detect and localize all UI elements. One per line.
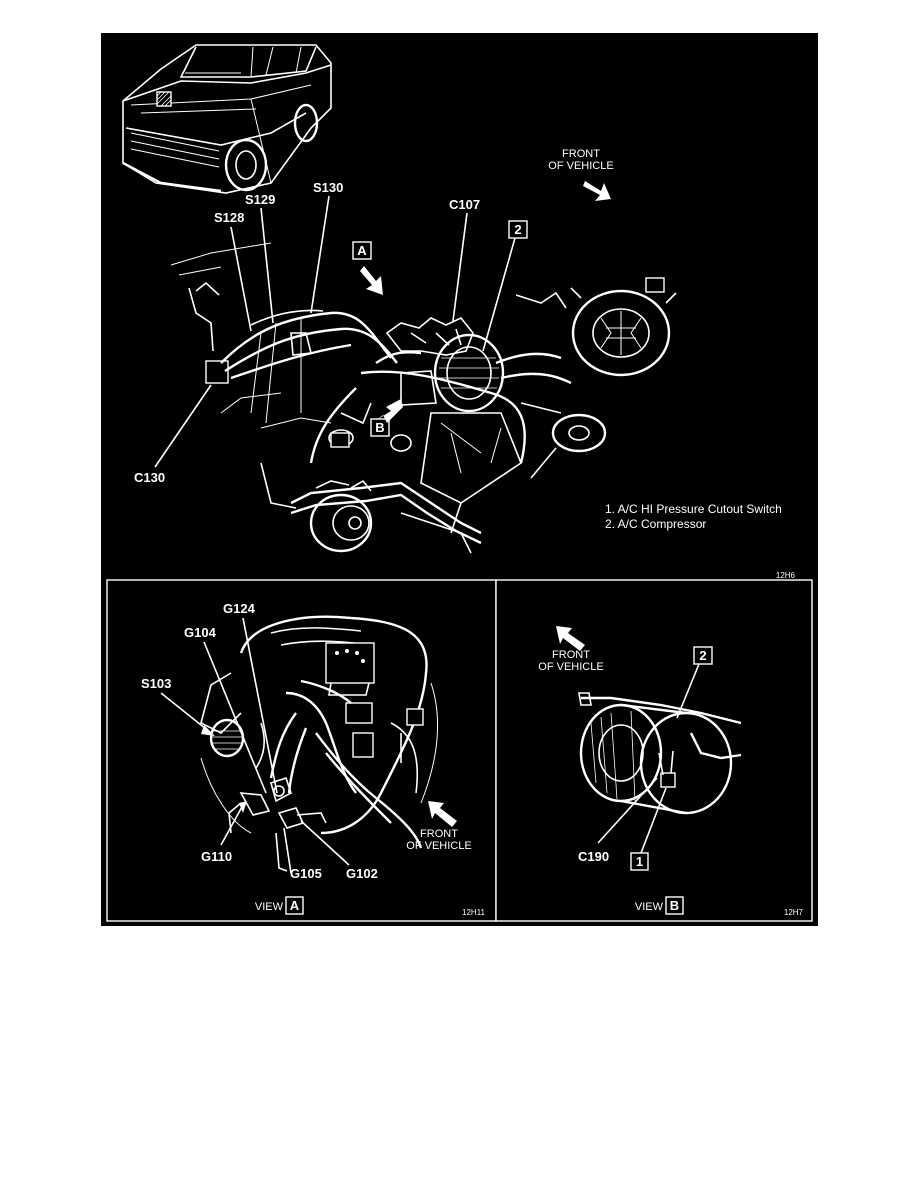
svg-text:OF VEHICLE: OF VEHICLE xyxy=(406,840,471,852)
callout-item-2-view-b: 2 xyxy=(676,646,713,719)
callout-item-1-view-b: 1 xyxy=(630,787,667,871)
callout-c107: C107 xyxy=(449,197,480,322)
view-b-marker-main: B xyxy=(370,399,403,437)
callout-s130: S130 xyxy=(310,180,343,314)
svg-text:FRONT: FRONT xyxy=(552,649,590,661)
callout-s129: S129 xyxy=(245,192,275,324)
marker-a-text: A xyxy=(357,243,367,258)
legend: 1. A/C HI Pressure Cutout Switch 2. A/C … xyxy=(605,502,782,531)
callout-g102: G102 xyxy=(300,820,378,881)
view-a-marker-main: A xyxy=(352,241,383,295)
callout-c190: C190 xyxy=(578,777,658,864)
view-a-arrow-icon xyxy=(360,266,383,295)
figure-code-view-b: 12H7 xyxy=(784,908,804,917)
svg-text:2: 2 xyxy=(699,648,706,663)
compressor-illustration xyxy=(578,692,742,815)
compressor-pulley-icon xyxy=(309,493,373,553)
callout-c130: C130 xyxy=(134,384,212,485)
marker-b-text: B xyxy=(375,420,384,435)
svg-text:C190: C190 xyxy=(578,849,609,864)
svg-text:G102: G102 xyxy=(346,866,378,881)
view-b: FRONT OF VEHICLE 2 C190 1 xyxy=(538,626,804,917)
ignition-coil-icon xyxy=(325,642,375,696)
legend-item-2: 2. A/C Compressor xyxy=(605,517,706,531)
svg-text:FRONT: FRONT xyxy=(420,828,458,840)
front-arrow-icon xyxy=(583,181,611,201)
front-line-1: FRONT xyxy=(562,148,600,160)
svg-text:A: A xyxy=(290,898,300,913)
front-of-vehicle-label-view-a: FRONT OF VEHICLE xyxy=(406,801,472,852)
svg-text:VIEW: VIEW xyxy=(635,901,664,913)
svg-text:G124: G124 xyxy=(223,601,256,616)
legend-item-1: 1. A/C HI Pressure Cutout Switch xyxy=(605,502,782,516)
svg-text:G105: G105 xyxy=(290,866,322,881)
svg-text:S128: S128 xyxy=(214,210,244,225)
svg-text:VIEW: VIEW xyxy=(255,901,284,913)
front-arrow-icon xyxy=(428,801,457,827)
svg-text:S103: S103 xyxy=(141,676,171,691)
callout-s103: S103 xyxy=(141,676,215,736)
svg-text:OF VEHICLE: OF VEHICLE xyxy=(538,661,603,673)
engine-harness-illustration xyxy=(170,242,677,554)
svg-text:G104: G104 xyxy=(184,625,217,640)
alternator-icon xyxy=(570,277,677,377)
svg-text:1: 1 xyxy=(636,854,643,869)
svg-text:G110: G110 xyxy=(201,849,232,864)
front-of-vehicle-label-view-b: FRONT OF VEHICLE xyxy=(538,626,604,673)
figure-code-main: 12H6 xyxy=(776,571,796,580)
callout-g104: G104 xyxy=(184,625,267,794)
front-line-2: OF VEHICLE xyxy=(548,160,613,172)
view-a-panel xyxy=(106,579,497,922)
callout-g110: G110 xyxy=(201,801,247,864)
svg-text:C130: C130 xyxy=(134,470,165,485)
view-a-caption: VIEW A xyxy=(255,896,304,915)
svg-text:S130: S130 xyxy=(313,180,343,195)
view-a-engine-illustration xyxy=(200,615,439,872)
svg-text:S129: S129 xyxy=(245,192,275,207)
figure-code-view-a: 12H11 xyxy=(462,908,486,917)
callout-item-2-main: 2 xyxy=(482,220,528,352)
view-b-panel xyxy=(495,579,813,922)
callout-g105: G105 xyxy=(283,827,322,881)
view-b-caption: VIEW B xyxy=(635,896,684,915)
front-arrow-icon xyxy=(556,626,585,651)
svg-text:B: B xyxy=(670,898,679,913)
vehicle-illustration xyxy=(122,44,332,194)
svg-text:2: 2 xyxy=(514,222,521,237)
callout-s128: S128 xyxy=(214,210,252,332)
view-b-arrow-icon xyxy=(375,399,403,423)
view-a: G124 G104 S103 G110 G105 G102 FRONT xyxy=(141,601,486,917)
front-of-vehicle-label-main: FRONT OF VEHICLE xyxy=(548,148,614,201)
callout-g124: G124 xyxy=(223,601,278,794)
wiring-diagram: FRONT OF VEHICLE xyxy=(106,44,813,922)
main-view: FRONT OF VEHICLE xyxy=(122,44,796,580)
svg-text:C107: C107 xyxy=(449,197,480,212)
diagram-sheet: FRONT OF VEHICLE xyxy=(101,33,818,926)
